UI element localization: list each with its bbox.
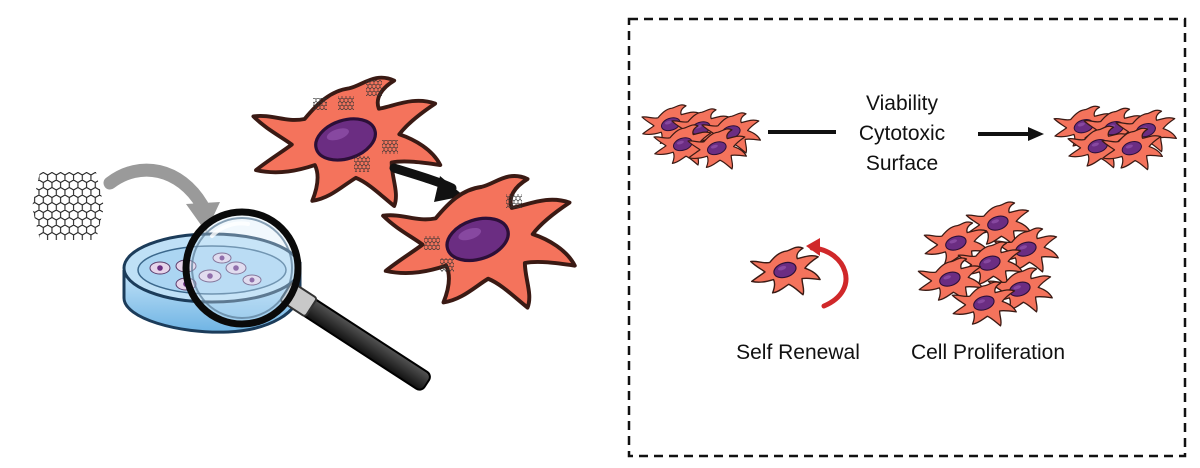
label-cell-proliferation: Cell Proliferation bbox=[911, 341, 1065, 364]
label-viability: Viability bbox=[866, 92, 938, 115]
cell-cluster-left bbox=[641, 104, 762, 170]
dashed-box bbox=[627, 17, 1187, 458]
label-self-renewal: Self Renewal bbox=[736, 341, 860, 364]
label-cytotoxic: Cytotoxic bbox=[859, 122, 945, 145]
graphene-icon bbox=[32, 172, 104, 240]
cell-cluster-right bbox=[1053, 105, 1177, 171]
cycle-arrow-icon bbox=[806, 238, 849, 309]
cell-icon bbox=[381, 173, 577, 310]
cell-proliferation-cluster bbox=[917, 201, 1060, 327]
black-curved-arrow-icon bbox=[389, 163, 464, 202]
cell-icon bbox=[749, 246, 822, 296]
magnifier-icon bbox=[182, 208, 431, 391]
self-renewal-group bbox=[749, 238, 849, 309]
gray-curved-arrow-icon bbox=[103, 163, 220, 232]
label-surface: Surface bbox=[866, 152, 938, 175]
right-arrow-icon bbox=[978, 127, 1044, 141]
cell-icon bbox=[251, 75, 443, 208]
